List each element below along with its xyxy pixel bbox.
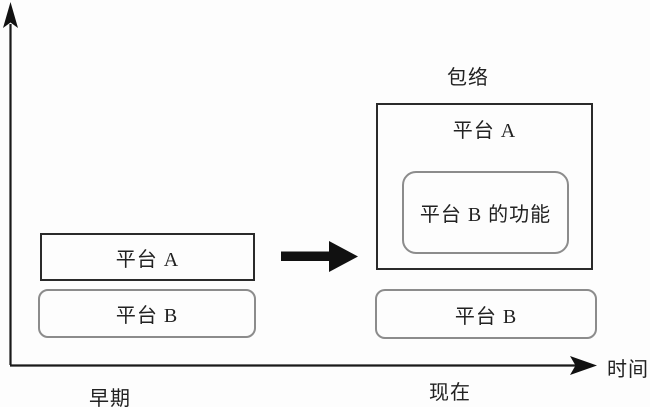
x-axis-arrow-icon <box>570 356 597 375</box>
early-stage-caption: 早期 <box>89 388 131 407</box>
now-platform-b-label: 平台 B <box>454 305 518 328</box>
now-platform-b-box: 平台 B <box>375 289 597 339</box>
early-platform-a-label: 平台 A <box>115 248 180 271</box>
transition-arrow-icon <box>281 241 358 272</box>
now-platform-a-box: 平台 A 平台 B 的功能 <box>376 103 593 270</box>
envelope-label: 包络 <box>447 67 489 89</box>
y-axis-arrow-icon <box>3 2 18 28</box>
x-axis <box>10 356 597 375</box>
early-platform-b-box: 平台 B <box>38 289 256 338</box>
now-platform-a-label: 平台 A <box>452 120 517 142</box>
time-axis-label: 时间 <box>607 359 649 381</box>
early-platform-a-box: 平台 A <box>40 233 255 281</box>
platform-b-function-label: 平台 B 的功能 <box>419 204 552 226</box>
now-stage-caption: 现在 <box>429 382 471 404</box>
y-axis <box>3 2 18 365</box>
platform-b-function-box: 平台 B 的功能 <box>402 171 569 254</box>
early-platform-b-label: 平台 B <box>115 305 179 327</box>
